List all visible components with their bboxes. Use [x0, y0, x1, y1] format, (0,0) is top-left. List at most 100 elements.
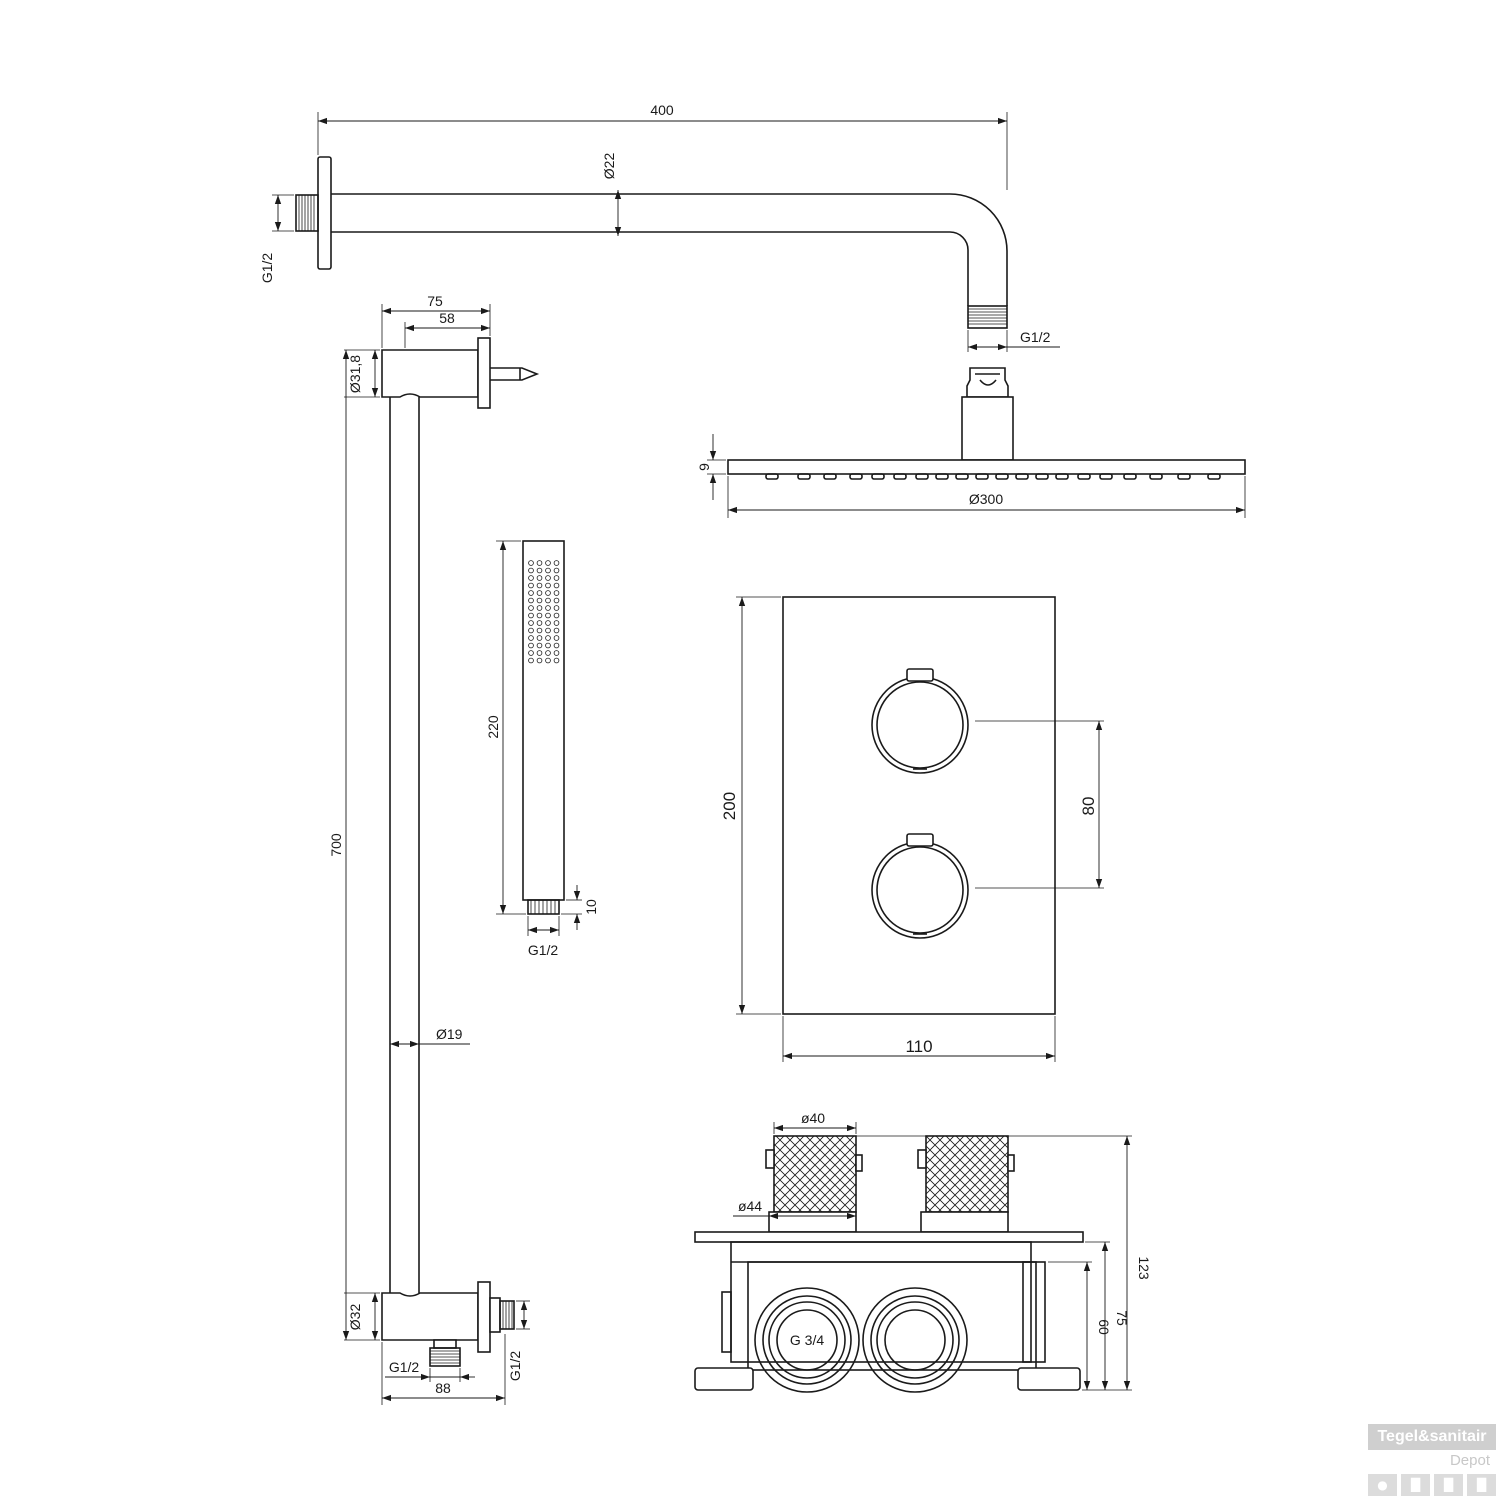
nozzle-dot — [536, 575, 543, 581]
nozzle-dot — [545, 650, 551, 656]
drop-icon: ● — [1368, 1474, 1397, 1496]
nozzle-dot — [545, 657, 551, 664]
hand-shower-nozzles — [528, 560, 560, 664]
arm-wall-thread-label: G1/2 — [259, 253, 275, 284]
nozzle-dot — [536, 605, 543, 611]
rail-bottom-thread-label: G1/2 — [389, 1359, 420, 1375]
knob-diameter-label: ø40 — [801, 1110, 825, 1126]
nozzle-dot — [553, 650, 560, 656]
nozzle-dot — [545, 620, 551, 626]
rail-length-label: 700 — [328, 833, 344, 857]
box-depth-75-label: 75 — [1114, 1310, 1130, 1326]
nozzle-dot — [553, 657, 560, 664]
head-diameter-label: Ø300 — [969, 491, 1003, 507]
nozzle-dot — [528, 582, 534, 589]
nozzle-dot — [536, 590, 543, 596]
nozzle-dot — [536, 612, 543, 619]
plate-width-label: 110 — [905, 1037, 932, 1056]
nozzle-dot — [528, 620, 534, 626]
nozzle-dot — [528, 642, 534, 649]
nozzle-dot — [528, 627, 534, 634]
brand-logo: Tegel&sanitair Depot ● █ █ █ — [1368, 1424, 1496, 1496]
nozzle-dot — [528, 590, 534, 596]
rail-bottom-thread — [429, 1347, 461, 1367]
box-depth-60-label: 60 — [1096, 1319, 1112, 1335]
nozzle-dot — [536, 642, 543, 649]
left-connection: G 3/4 — [754, 1287, 860, 1393]
nozzle-dot — [545, 560, 551, 566]
rail-top-depth-label: 75 — [427, 293, 443, 309]
nozzle-dot — [553, 567, 560, 574]
connection-thread-label: G 3/4 — [790, 1332, 824, 1348]
nozzle-dot — [545, 627, 551, 634]
nozzle-dot — [553, 627, 560, 634]
nozzle-dot — [553, 635, 560, 641]
rail-outlet-thread-label: G1/2 — [507, 1351, 523, 1382]
right-knurled-knob — [917, 1135, 1015, 1233]
nozzle-dot — [553, 582, 560, 589]
tile-icon: █ — [1401, 1474, 1430, 1496]
nozzle-dot — [536, 627, 543, 634]
nozzle-dot — [536, 650, 543, 656]
plate-height-label: 200 — [720, 792, 739, 820]
brand-name: Tegel&sanitair — [1368, 1424, 1496, 1450]
arm-outlet-thread-label: G1/2 — [1020, 329, 1051, 345]
nozzle-dot — [536, 597, 543, 604]
nozzle-dot — [528, 650, 534, 656]
nozzle-dot — [553, 612, 560, 619]
nozzle-dot — [528, 605, 534, 611]
rail-outlet-thread — [499, 1300, 515, 1330]
knob-spacing-label: 80 — [1079, 797, 1098, 816]
nozzle-dot — [528, 567, 534, 574]
rail-bottom-depth-label: 88 — [435, 1380, 451, 1396]
nozzle-dot — [545, 567, 551, 574]
wall-shower-arm: 400 Ø22 G1/2 G1/2 — [259, 102, 1060, 352]
concealed-box: G 3/4 ø40 ø44 123 75 60 — [694, 1110, 1152, 1393]
left-knurled-knob — [765, 1135, 863, 1233]
head-shower-nozzles — [765, 473, 1221, 480]
nozzle-dot — [536, 635, 543, 641]
nozzle-dot — [553, 590, 560, 596]
rail-bottom-diameter-label: Ø32 — [347, 1304, 363, 1331]
nozzle-dot — [536, 560, 543, 566]
tile-icon: █ — [1467, 1474, 1496, 1496]
nozzle-dot — [553, 642, 560, 649]
right-connection — [862, 1287, 968, 1393]
box-total-depth-label: 123 — [1136, 1256, 1152, 1280]
rail-top-diameter-label: Ø31,8 — [347, 355, 363, 393]
hand-shower: 220 10 G1/2 — [485, 540, 599, 958]
nozzle-dot — [536, 620, 543, 626]
rail-top-inner-label: 58 — [439, 310, 455, 326]
hand-shower-thread-length-label: 10 — [583, 899, 599, 915]
nozzle-dot — [545, 605, 551, 611]
nozzle-dot — [536, 567, 543, 574]
arm-diameter-label: Ø22 — [601, 153, 617, 180]
thermostat-plate: 200 110 80 — [720, 596, 1104, 1062]
slide-rail: 75 58 Ø31,8 700 Ø19 Ø32 G1/2 G1/2 — [328, 293, 540, 1405]
rosette-diameter-label: ø44 — [738, 1198, 762, 1214]
nozzle-dot — [553, 605, 560, 611]
nozzle-dot — [545, 575, 551, 581]
wall-thread — [295, 194, 319, 232]
tile-icon: █ — [1434, 1474, 1463, 1496]
nozzle-dot — [536, 582, 543, 589]
rail-rod-diameter-label: Ø19 — [436, 1026, 463, 1042]
nozzle-dot — [545, 582, 551, 589]
hand-shower-thread-label: G1/2 — [528, 942, 559, 958]
nozzle-dot — [553, 597, 560, 604]
nozzle-dot — [528, 635, 534, 641]
nozzle-dot — [545, 635, 551, 641]
hand-shower-length-label: 220 — [485, 715, 501, 739]
nozzle-dot — [545, 612, 551, 619]
head-thickness-label: 9 — [696, 463, 712, 471]
nozzle-dot — [528, 575, 534, 581]
nozzle-dot — [545, 597, 551, 604]
nozzle-dot — [553, 620, 560, 626]
upper-knob — [871, 668, 969, 774]
nozzle-dot — [528, 597, 534, 604]
arm-length-label: 400 — [650, 102, 674, 118]
brand-sub: Depot — [1449, 1452, 1490, 1469]
nozzle-dot — [545, 590, 551, 596]
hand-shower-thread — [527, 899, 560, 915]
